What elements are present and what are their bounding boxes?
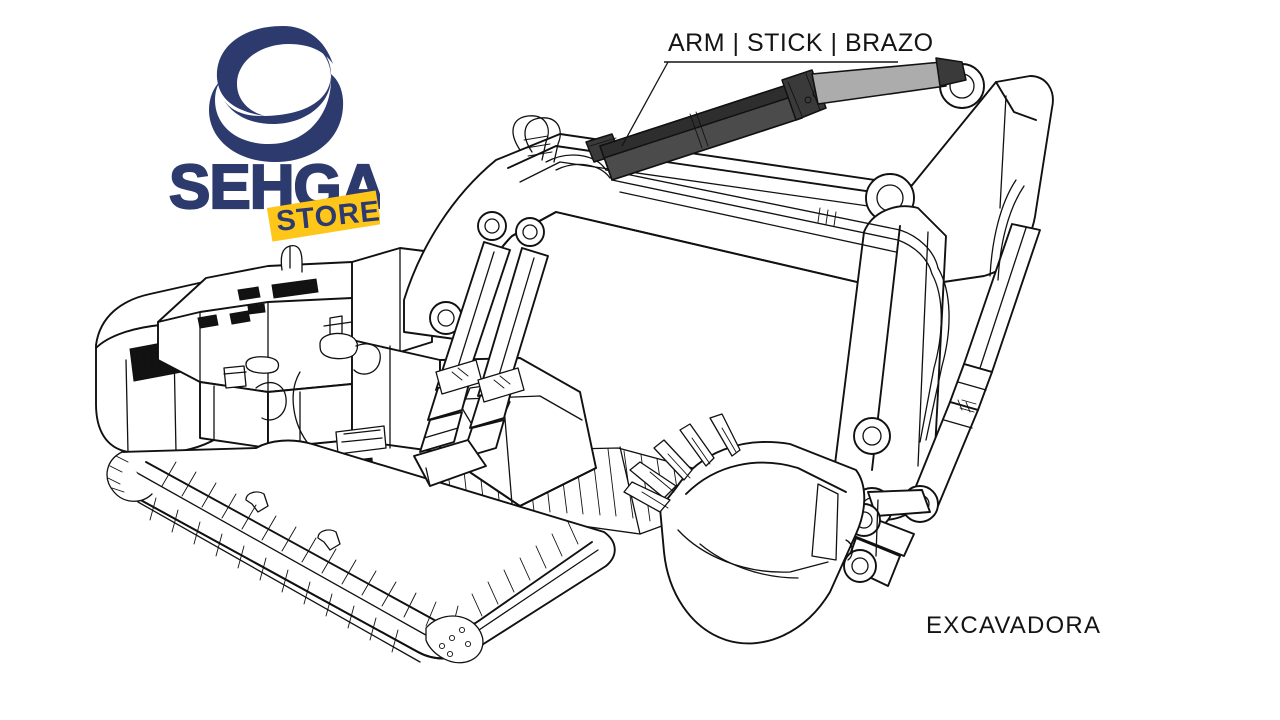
hydraulic-hoses (512, 115, 1025, 443)
bucket (623, 413, 866, 645)
boom-lift-cylinders (413, 211, 549, 487)
sehga-logo-svg: SEHGA STORE (168, 26, 380, 242)
arm-stick-cylinder[interactable] (585, 57, 967, 181)
crawler-track-near (106, 439, 616, 664)
callout-label-machine: EXCAVADORA (926, 612, 1102, 639)
callout-leader (621, 61, 898, 147)
logo-swoosh-icon (209, 26, 344, 162)
logo-store-banner: STORE (266, 190, 380, 242)
callout-label-arm: ARM | STICK | BRAZO (668, 29, 934, 57)
brand-logo: SEHGA STORE (165, 20, 380, 245)
engine-housing (157, 244, 401, 449)
